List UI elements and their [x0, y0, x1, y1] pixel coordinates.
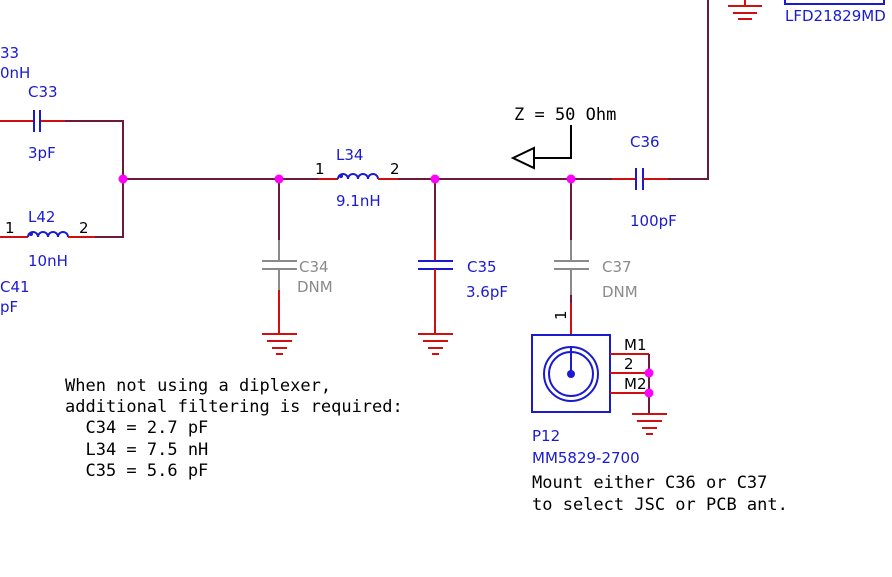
edge-top-ref: 33: [0, 44, 19, 62]
l34-ref: L34: [336, 146, 363, 164]
junction-dot: [566, 174, 576, 184]
l34-pin1: 1: [315, 160, 325, 178]
p12-m2: M2: [624, 375, 647, 393]
capacitor-c35[interactable]: C35 3.6pF: [418, 179, 508, 334]
p12-pin2: 2: [624, 355, 634, 373]
capacitor-c36[interactable]: C36 100pF: [612, 133, 677, 230]
diplexer-note: When not using a diplexer, additional fi…: [65, 376, 403, 481]
edge-bottom-ref: C41: [0, 278, 30, 296]
net-arrow-icon: [510, 125, 572, 170]
l42-pin1: 1: [5, 219, 15, 237]
c36-ref: C36: [630, 133, 660, 151]
diplexer-part: LFD21829MD: [785, 7, 886, 25]
c35-value: 3.6pF: [466, 283, 508, 301]
note-line: C35 = 5.6 pF: [65, 461, 208, 481]
junction-dot: [430, 174, 440, 184]
p12-part: MM5829-2700: [532, 449, 640, 467]
capacitor-c34[interactable]: C34 DNM: [262, 179, 333, 334]
edge-bottom-value: pF: [0, 298, 18, 316]
note-line: L34 = 7.5 nH: [65, 440, 208, 460]
junction-dot: [644, 388, 654, 398]
c37-value: DNM: [602, 283, 638, 301]
junctions: [118, 174, 654, 398]
p12-pin1: 1: [552, 310, 570, 320]
note-line: C34 = 2.7 pF: [65, 418, 208, 438]
capacitor-c37[interactable]: C37 DNM: [554, 179, 638, 303]
note-line: to select JSC or PCB ant.: [532, 495, 788, 515]
p12-m1: M1: [624, 336, 647, 354]
ground-icon: [418, 333, 453, 355]
junction-dot: [118, 174, 128, 184]
edge-top-value: 0nH: [0, 64, 30, 82]
note-line: additional filtering is required:: [65, 397, 403, 417]
connector-p12[interactable]: 1 M1 2 M2 P12 MM5829-2700: [531, 303, 650, 467]
c34-ref: C34: [299, 258, 329, 276]
c36-value: 100pF: [630, 212, 677, 230]
junction-dot: [644, 368, 654, 378]
l34-pin2: 2: [390, 160, 400, 178]
c37-ref: C37: [602, 258, 632, 276]
mount-note: Mount either C36 or C37 to select JSC or…: [532, 473, 788, 515]
l42-value: 10nH: [28, 252, 68, 270]
inductor-l42[interactable]: 1 2 L42 10nH: [0, 208, 95, 270]
l42-pin2: 2: [79, 219, 89, 237]
note-line: When not using a diplexer,: [65, 376, 331, 396]
ground-icon: [632, 413, 667, 435]
p12-ref: P12: [532, 427, 560, 445]
note-line: Mount either C36 or C37: [532, 473, 767, 493]
capacitor-c33[interactable]: C33 3pF: [0, 83, 65, 162]
c34-value: DNM: [297, 278, 333, 296]
c33-value: 3pF: [28, 144, 56, 162]
c33-ref: C33: [28, 83, 58, 101]
impedance-label: Z = 50 Ohm: [514, 105, 616, 125]
wire-l42: [95, 179, 124, 238]
l34-value: 9.1nH: [336, 192, 381, 210]
c35-ref: C35: [467, 258, 497, 276]
ground-icon: [262, 333, 297, 355]
wire-c36-up: [668, 0, 709, 180]
inductor-l34[interactable]: 1 2 L34 9.1nH: [315, 146, 400, 210]
wire-c33: [65, 120, 124, 179]
l42-ref: L42: [28, 208, 55, 226]
ground-icon: [728, 0, 762, 20]
junction-dot: [274, 174, 284, 184]
diplexer-partial[interactable]: LFD21829MD: [784, 0, 886, 25]
